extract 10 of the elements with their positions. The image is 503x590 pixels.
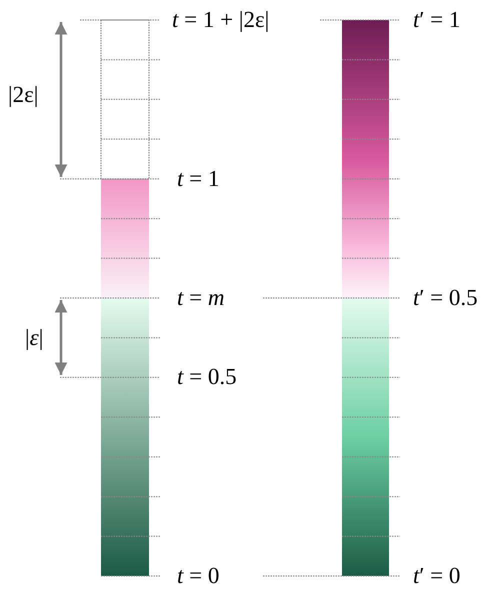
equation-label: t = 1 <box>177 167 220 190</box>
equation-label: t′ = 1 <box>413 8 460 31</box>
dimension-label: |2ε| <box>8 83 38 106</box>
equation-label: t = 0.5 <box>177 365 237 388</box>
equation-label: t = m <box>177 286 224 309</box>
equation-label: t′ = 0 <box>413 564 460 587</box>
equation-label: t = 0 <box>177 564 220 587</box>
equation-label: t′ = 0.5 <box>413 286 478 309</box>
dimension-label: |ε| <box>25 326 44 349</box>
equation-label: t = 1 + |2ε| <box>172 8 270 31</box>
